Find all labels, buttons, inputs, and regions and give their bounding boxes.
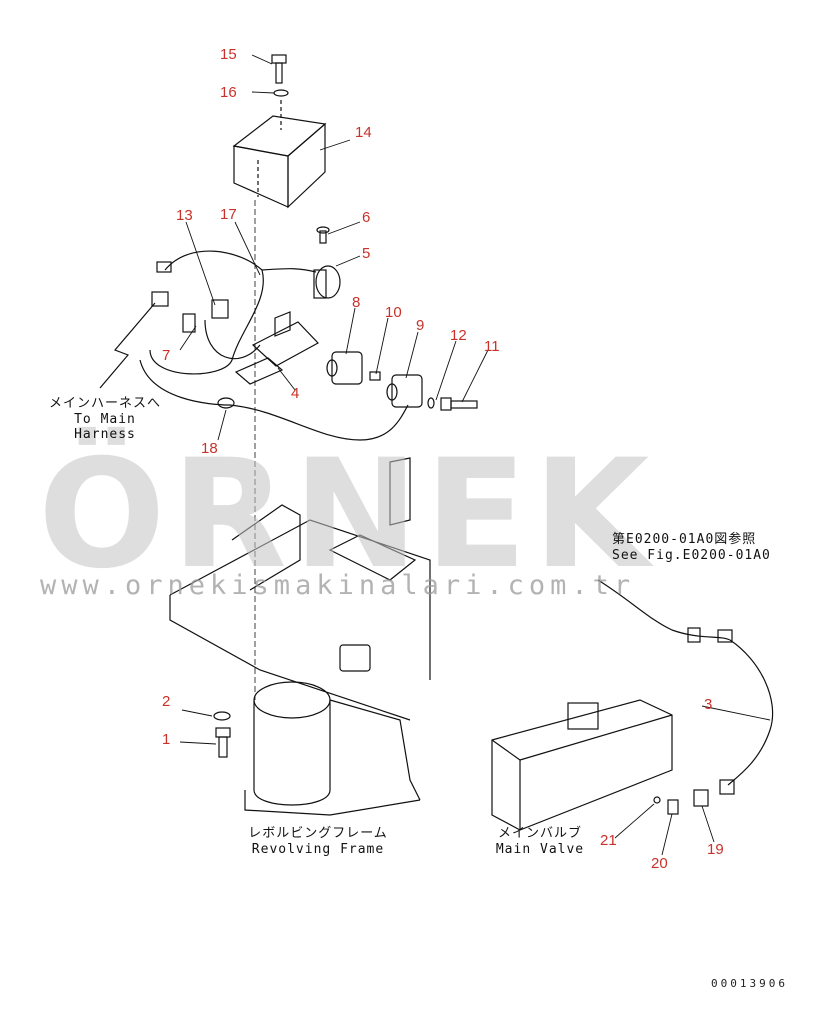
callout-7: 7 — [162, 347, 171, 364]
callout-14: 14 — [355, 124, 372, 141]
sensor-20 — [667, 799, 679, 815]
callout-2: 2 — [162, 693, 171, 710]
caption-revolving-frame-jp: レボルビングフレーム — [248, 826, 388, 841]
callout-4: 4 — [291, 385, 300, 402]
bracket-4 — [234, 311, 319, 385]
callout-8: 8 — [352, 294, 361, 311]
callout-1: 1 — [162, 731, 171, 748]
bolt-11 — [440, 397, 478, 411]
callout-3: 3 — [704, 696, 713, 713]
buzzer-5 — [313, 265, 341, 299]
connector-19 — [693, 789, 709, 807]
callout-17: 17 — [220, 206, 237, 223]
callout-21: 21 — [600, 832, 617, 849]
bolt-15 — [271, 54, 287, 84]
harness-arrow — [99, 302, 156, 389]
washer-16 — [273, 89, 289, 97]
harness-13 — [139, 250, 409, 441]
caption-see-fig: 第E0200-01A0図参照 See Fig.E0200-01A0 — [612, 532, 792, 563]
watermark-url: www.ornekismakinalari.com.tr — [40, 570, 636, 601]
callout-11: 11 — [484, 338, 500, 355]
callout-13: 13 — [176, 207, 193, 224]
caption-main-harness: メインハーネスへ To Main Harness — [40, 396, 170, 443]
bolt-1 — [215, 727, 231, 758]
caption-main-valve-jp: メインバルブ — [497, 826, 582, 841]
callout-12: 12 — [450, 327, 467, 344]
harness-3 — [597, 579, 774, 795]
screw-6 — [316, 226, 330, 244]
spacer-10 — [369, 371, 381, 381]
revolving-frame — [169, 457, 431, 816]
callout-19: 19 — [707, 841, 724, 858]
caption-main-harness-jp: メインハーネスへ — [48, 396, 161, 411]
callout-6: 6 — [362, 209, 371, 226]
drawing-number: 00013906 — [711, 977, 788, 990]
watermark-brand: ÖRNEK — [38, 428, 656, 602]
caption-revolving-frame-en: Revolving Frame — [251, 841, 385, 857]
o-ring-21 — [653, 796, 661, 804]
caption-see-fig-jp: 第E0200-01A0図参照 — [612, 532, 757, 547]
caption-see-fig-en: See Fig.E0200-01A0 — [612, 547, 771, 563]
caption-main-harness-en: To Main Harness — [74, 411, 136, 443]
cover-14 — [232, 100, 327, 209]
caption-main-valve-en: Main Valve — [495, 841, 585, 857]
washer-12 — [427, 397, 435, 409]
callout-5: 5 — [362, 245, 371, 262]
callout-10: 10 — [385, 304, 402, 321]
callout-9: 9 — [416, 317, 425, 334]
leader-lines — [179, 54, 771, 856]
callout-18: 18 — [201, 440, 218, 457]
sensor-9 — [386, 374, 423, 408]
sensor-8 — [326, 351, 363, 385]
callout-16: 16 — [220, 84, 237, 101]
callout-15: 15 — [220, 46, 237, 63]
caption-revolving-frame: レボルビングフレーム Revolving Frame — [243, 826, 393, 857]
washer-2 — [213, 711, 231, 721]
main-valve — [491, 699, 673, 831]
grommet-18 — [217, 397, 235, 409]
caption-main-valve: メインバルブ Main Valve — [485, 826, 595, 857]
callout-20: 20 — [651, 855, 668, 872]
